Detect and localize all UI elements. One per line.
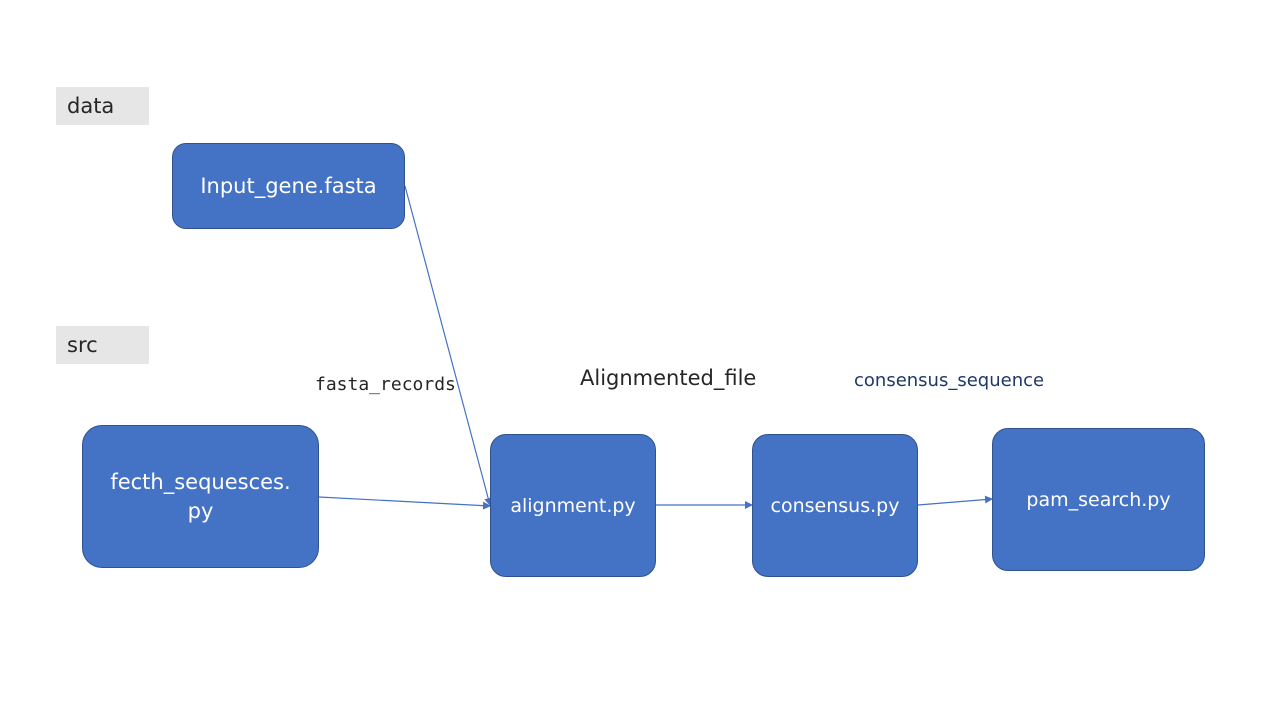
section-src-label: src bbox=[56, 326, 149, 364]
node-pam-search[interactable]: pam_search.py bbox=[992, 428, 1205, 571]
edge-fetch-to-alignment bbox=[318, 496, 491, 510]
node-alignment-label: alignment.py bbox=[510, 494, 636, 517]
node-consensus-label: consensus.py bbox=[770, 494, 900, 517]
node-input-gene-label: Input_gene.fasta bbox=[200, 174, 377, 198]
node-fetch-label-line2: py bbox=[187, 498, 214, 523]
node-consensus[interactable]: consensus.py bbox=[752, 434, 918, 577]
node-pam-search-label: pam_search.py bbox=[1026, 488, 1171, 511]
node-fetch-label-line1: fecth_sequesces. bbox=[110, 469, 291, 494]
node-input-gene[interactable]: Input_gene.fasta bbox=[172, 143, 405, 229]
edge-input-to-alignment bbox=[404, 185, 493, 506]
node-alignment[interactable]: alignment.py bbox=[490, 434, 656, 577]
edge-label-consensus-sequence: consensus_sequence bbox=[854, 370, 1045, 391]
edge-label-aligned-file: Alignmented_file bbox=[580, 366, 757, 390]
edge-label-fasta-records: fasta_records bbox=[315, 374, 456, 395]
node-fetch-sequences[interactable]: fecth_sequesces. py bbox=[82, 425, 319, 568]
section-data-label: data bbox=[56, 87, 149, 125]
edge-consensus-to-pam bbox=[917, 495, 993, 506]
